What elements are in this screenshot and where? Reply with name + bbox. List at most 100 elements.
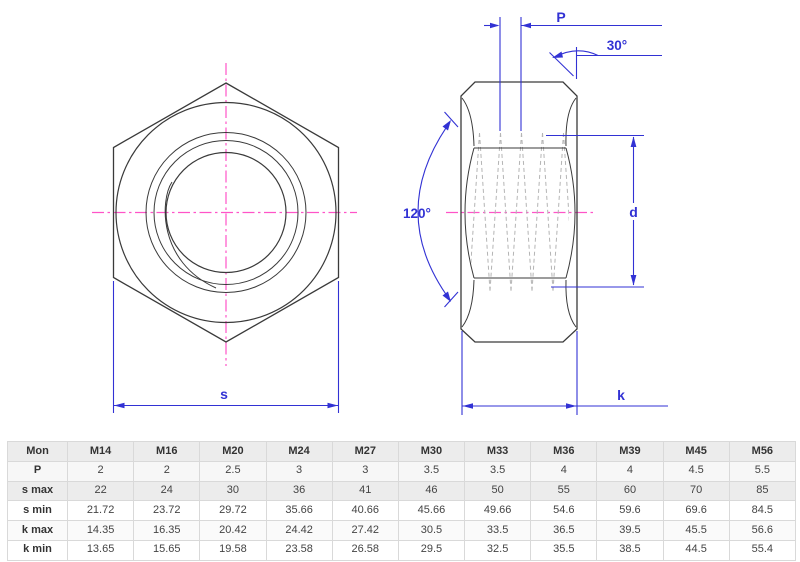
table-cell: 13.65 <box>66 539 135 561</box>
tangent-tick-top <box>444 111 459 128</box>
chamfer-arc-top-right <box>565 97 577 147</box>
side-profile <box>460 81 578 343</box>
arrowhead-left <box>521 22 531 29</box>
arrowhead-top <box>442 120 451 131</box>
row-label: k max <box>7 520 68 541</box>
column-header: M16 <box>133 441 201 462</box>
table-cell: 20.42 <box>199 520 267 541</box>
arrowhead-left <box>114 402 125 409</box>
table-cell: 44.5 <box>662 539 730 561</box>
table-cell: 15.65 <box>133 539 201 561</box>
cone-angle-label: 120° <box>403 206 431 221</box>
countersink-circle <box>153 140 299 285</box>
dimension-p-label: P <box>556 9 565 25</box>
table-cell: 24.42 <box>265 520 333 541</box>
angle-reference-line <box>549 52 574 77</box>
chamfer-circle-inner <box>145 132 307 293</box>
arrowhead-right <box>327 402 338 409</box>
column-header: M30 <box>397 441 466 462</box>
table-cell: 29.5 <box>397 539 466 561</box>
row-label: s min <box>7 500 68 521</box>
table-cell: 23.58 <box>265 539 333 561</box>
table-cell: 45.5 <box>662 520 730 541</box>
face-arc-left <box>464 147 475 279</box>
table-cell: 59.6 <box>596 500 664 521</box>
table-cell: 21.72 <box>66 500 135 521</box>
table-cell: 39.5 <box>596 520 664 541</box>
bore-circle <box>165 151 287 274</box>
table-cell: 32.5 <box>464 539 532 561</box>
arrowhead-down <box>630 275 637 286</box>
table-cell: 49.66 <box>464 500 532 521</box>
table-cell: 35.5 <box>530 539 598 561</box>
table-cell: 60 <box>596 480 664 502</box>
dimension-s-label: s <box>220 386 228 402</box>
table-cell: 30 <box>199 480 267 502</box>
column-header: M24 <box>265 441 333 462</box>
hexagon-outline <box>112 82 340 343</box>
table-cell: 14.35 <box>66 520 135 541</box>
row-label: s max <box>7 480 68 502</box>
column-header: M33 <box>464 441 532 462</box>
table-cell: 30.5 <box>397 520 466 541</box>
chamfer-angle-label: 30° <box>607 38 627 53</box>
table-cell: 26.58 <box>331 539 399 561</box>
table-cell: 70 <box>662 480 730 502</box>
angle-arc <box>417 121 451 301</box>
arrowhead-left <box>462 403 473 409</box>
chamfer-circle-outer <box>115 101 337 324</box>
table-cell: 2 <box>66 460 135 482</box>
dimension-d-label: d <box>629 204 638 220</box>
row-label: P <box>7 460 68 482</box>
table-cell: 3.5 <box>397 460 466 482</box>
table-cell: 19.58 <box>199 539 267 561</box>
corner-header: Mon <box>7 441 68 462</box>
arrowhead-right <box>566 403 577 409</box>
dimension-p <box>484 17 662 131</box>
arrowhead-right <box>490 22 500 29</box>
arrowhead-bottom <box>442 291 451 302</box>
arrowhead <box>552 51 563 58</box>
table-cell: 2.5 <box>199 460 267 482</box>
annotation-30deg <box>549 47 662 79</box>
table-cell: 4.5 <box>662 460 730 482</box>
table-cell: 55 <box>530 480 598 502</box>
table-cell: 4 <box>596 460 664 482</box>
technical-drawing: s <box>92 9 668 415</box>
column-header: M39 <box>596 441 664 462</box>
table-cell: 56.6 <box>728 520 797 541</box>
chamfer-arc-top-left <box>461 97 475 147</box>
table-cell: 41 <box>331 480 399 502</box>
table-cell: 55.4 <box>728 539 797 561</box>
table-cell: 36.5 <box>530 520 598 541</box>
arrowhead-up <box>630 136 637 147</box>
column-header: M56 <box>728 441 797 462</box>
table-cell: 50 <box>464 480 532 502</box>
chamfer-arc-bottom-left <box>461 279 475 328</box>
table-cell: 4 <box>530 460 598 482</box>
side-view: P 30° 120° <box>403 9 668 415</box>
column-header: M36 <box>530 441 598 462</box>
tangent-tick-bottom <box>444 291 459 308</box>
table-cell: 23.72 <box>133 500 201 521</box>
table-cell: 46 <box>397 480 466 502</box>
column-header: M20 <box>199 441 267 462</box>
column-header: M45 <box>662 441 730 462</box>
dimension-k-label: k <box>617 387 625 403</box>
table-cell: 85 <box>728 480 797 502</box>
annotation-120deg <box>417 111 459 308</box>
table-cell: 40.66 <box>331 500 399 521</box>
table-cell: 29.72 <box>199 500 267 521</box>
side-outline <box>460 81 578 343</box>
thread-hidden-lines <box>471 132 569 292</box>
face-arc-right <box>565 147 576 279</box>
table-cell: 2 <box>133 460 201 482</box>
label-backing <box>625 203 642 220</box>
